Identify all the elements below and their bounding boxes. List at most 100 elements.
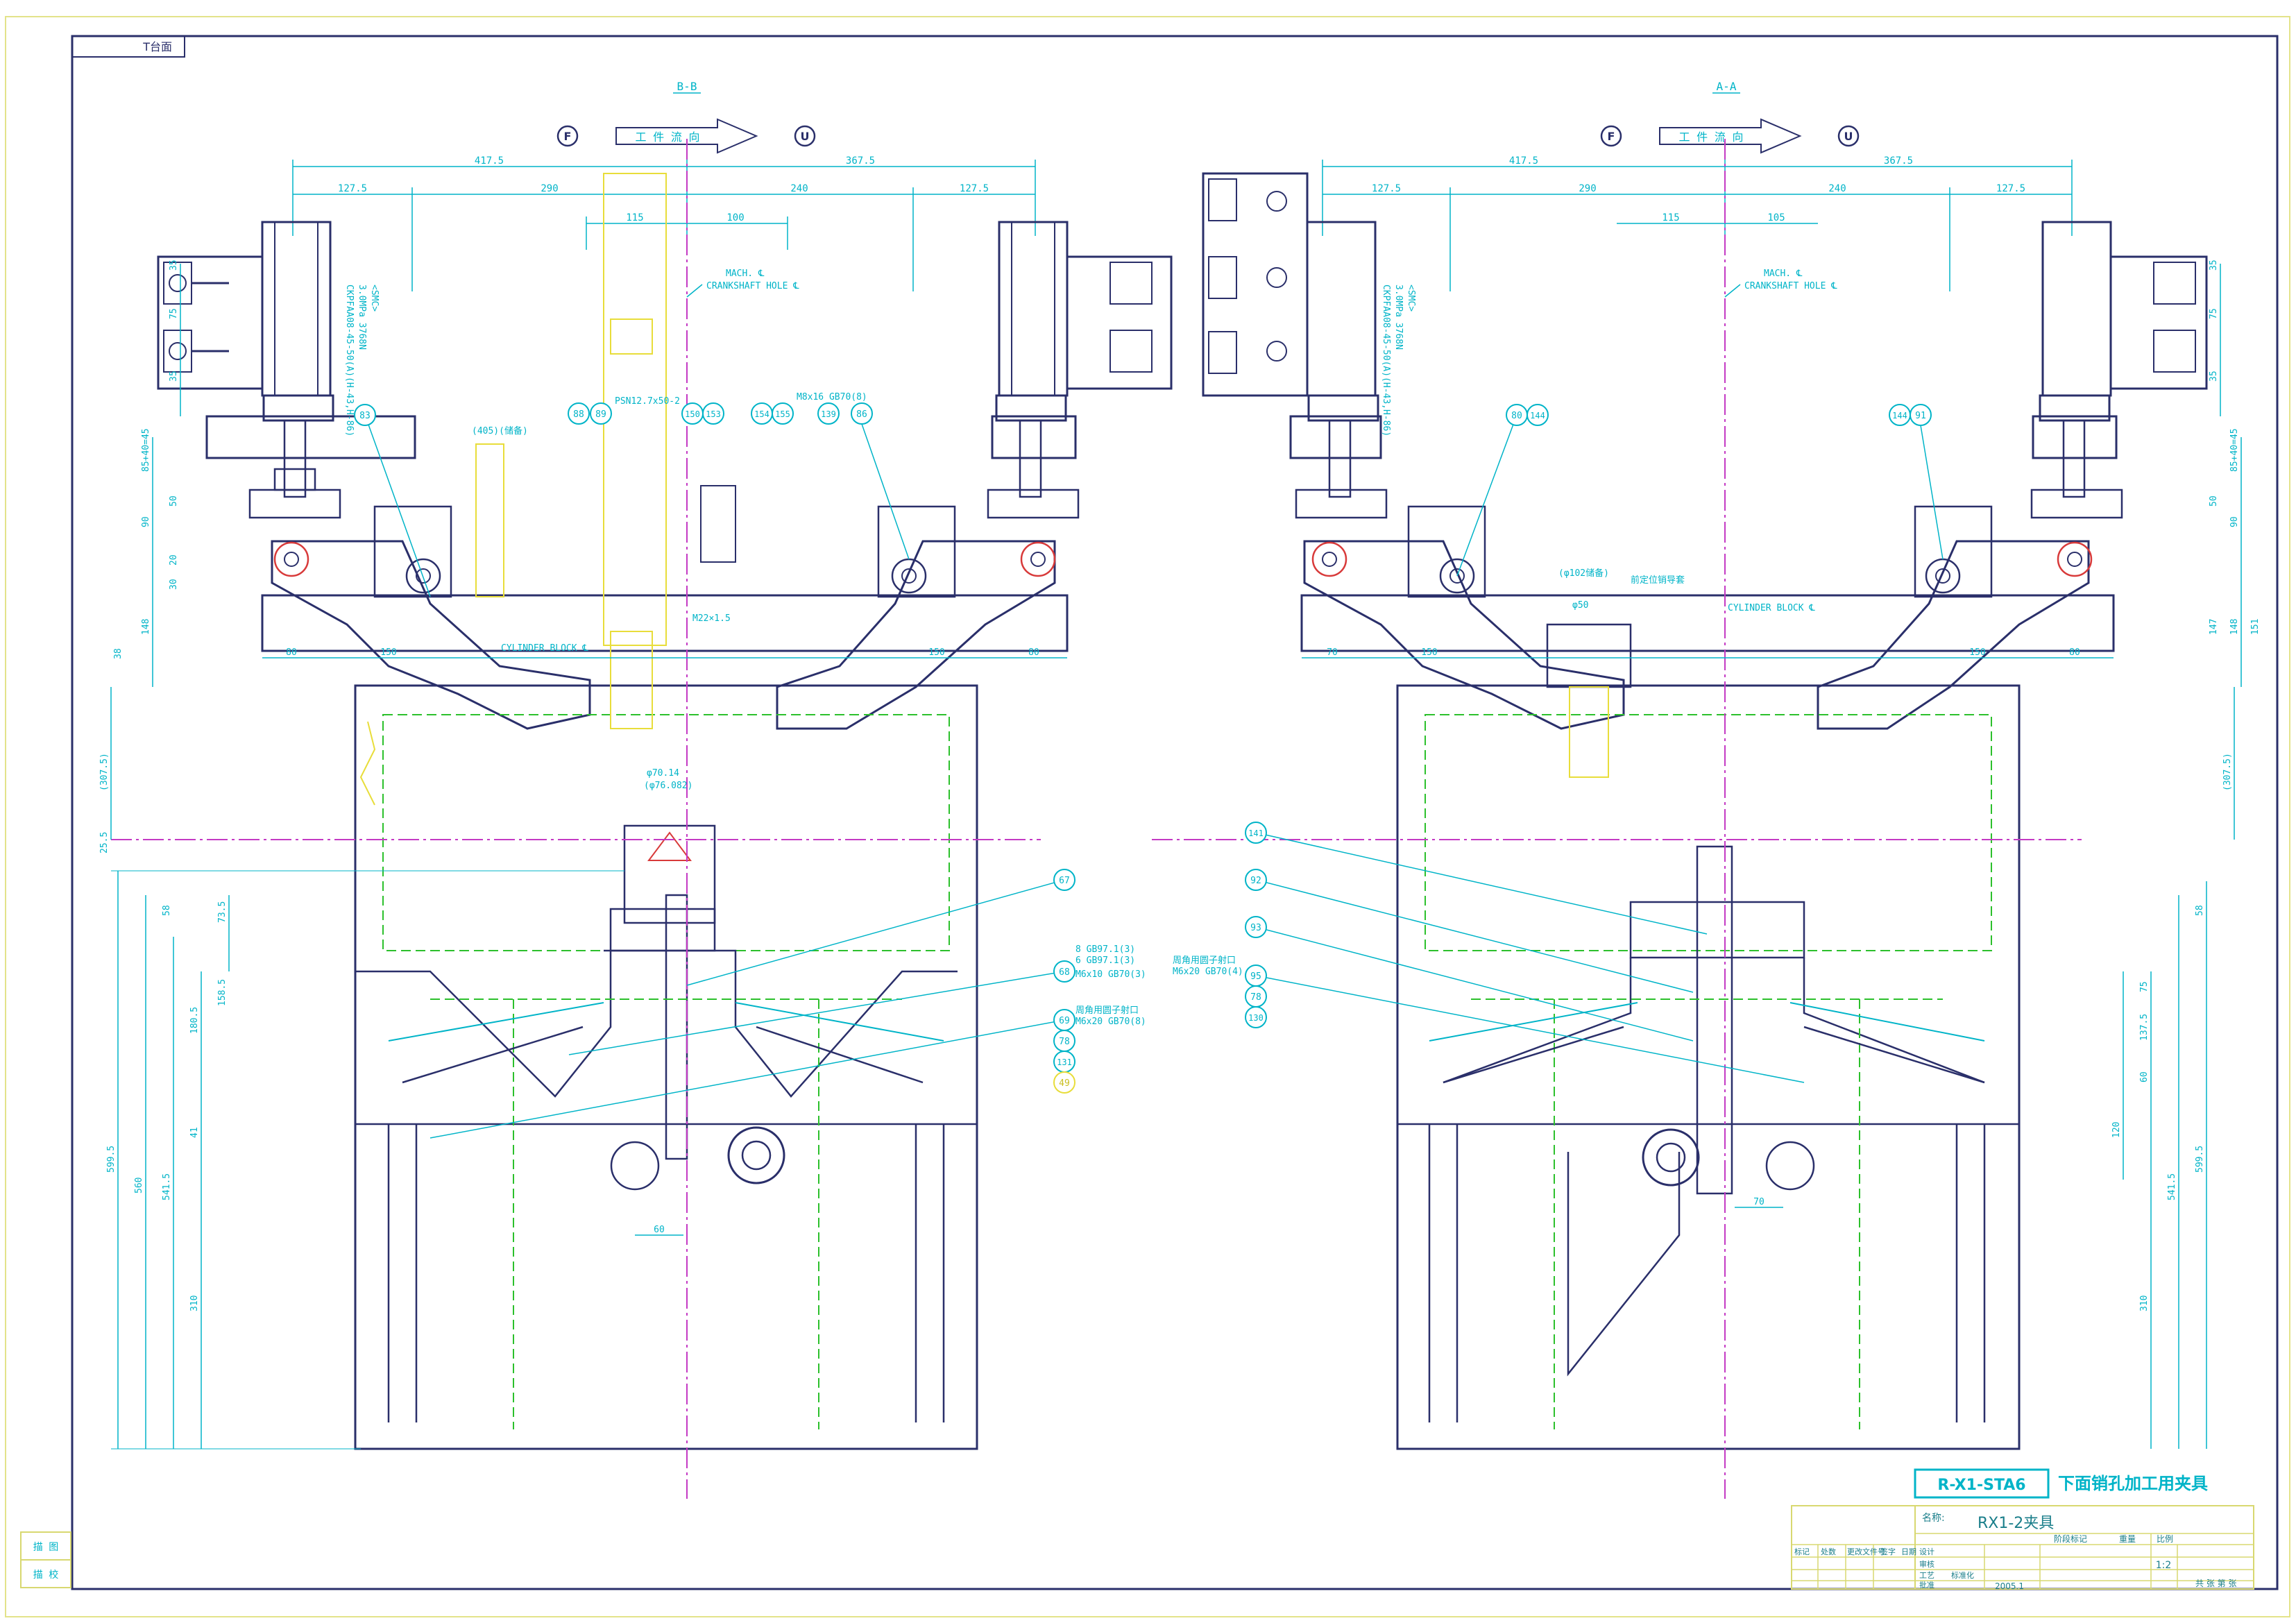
left-note-phi-a: φ70.14 xyxy=(647,768,679,779)
left-note-spec-3: <SMC> xyxy=(369,284,380,312)
right-bottom-dim-70: 70 xyxy=(1753,1197,1764,1207)
right-balloon-144b: 144 xyxy=(1892,411,1907,420)
left-balloons: 83 88 89 150 153 154 155 139 86 67 68 69… xyxy=(354,402,1075,1139)
right-side-dim-147: 147 xyxy=(2209,619,2219,635)
right-plate-dimensions: 70 150 150 80 70 xyxy=(1302,647,2114,1208)
left-balloon-131: 131 xyxy=(1057,1057,1072,1067)
right-side-dim-137: 137.5 xyxy=(2139,1014,2150,1041)
left-balloon-78: 78 xyxy=(1059,1037,1070,1047)
left-balloon-67: 67 xyxy=(1059,876,1070,886)
right-note-phi: φ50 xyxy=(1572,600,1588,611)
left-clamp-arms xyxy=(271,505,1056,730)
right-note-cover: 周角用圆子射口 xyxy=(1173,955,1236,966)
right-plate-dim-80: 80 xyxy=(2069,647,2080,658)
right-side-dimensions: 35 75 35 85+40=45 50 90 148 147 151 (307… xyxy=(2111,260,2261,1449)
right-dim-290: 290 xyxy=(1579,183,1596,194)
right-side-dim-60: 60 xyxy=(2139,1071,2150,1082)
right-balloons: 80 144 144 91 141 92 93 95 78 130 xyxy=(1245,404,1944,1083)
left-balloon-155: 155 xyxy=(775,409,790,419)
left-flow-label: 工 件 流 向 xyxy=(636,130,700,144)
left-side-dim-58: 58 xyxy=(162,905,172,916)
right-dim-240: 240 xyxy=(1828,183,1846,194)
right-balloon-130: 130 xyxy=(1248,1013,1264,1023)
right-note-spec-1: 3.0MPa 3768N xyxy=(1393,284,1404,350)
left-note-crank: CRANKSHAFT HOLE ℄ xyxy=(706,281,799,291)
row-label-sign: 签字 xyxy=(1880,1547,1896,1556)
left-note-screw-2: M6x20 GB70(8) xyxy=(1075,1017,1146,1027)
left-note-screw-1: M6x10 GB70(3) xyxy=(1075,969,1146,980)
left-balloon-68: 68 xyxy=(1059,967,1070,978)
right-note-spec-2: CKPFAA08-45-50(A)(H-43,H-86) xyxy=(1381,284,1391,436)
left-balloon-86: 86 xyxy=(856,409,867,420)
left-balloon-89: 89 xyxy=(595,409,606,420)
right-note-spec-3: <SMC> xyxy=(1406,284,1416,312)
left-bottom-dim-60: 60 xyxy=(654,1225,665,1235)
right-section-label: A-A xyxy=(1717,80,1737,93)
right-notes: MACH. ℄ CRANKSHAFT HOLE ℄ CYLINDER BLOCK… xyxy=(1173,269,1837,977)
right-side-dim-310: 310 xyxy=(2139,1295,2150,1311)
right-note-locate: 前定位销导套 xyxy=(1631,575,1685,586)
right-note-screw: M6x20 GB70(4) xyxy=(1173,967,1243,977)
left-note-cover: 周角用圆子射口 xyxy=(1075,1005,1139,1016)
right-side-dim-50: 50 xyxy=(2209,495,2219,507)
left-plate-dim-80b: 80 xyxy=(1028,647,1039,658)
left-note-phi-b: (φ76.082) xyxy=(644,781,692,791)
left-balloon-153: 153 xyxy=(706,409,721,419)
left-side-dim-38: 38 xyxy=(113,648,124,659)
left-side-dim-310: 310 xyxy=(189,1295,200,1311)
left-marker-rear: U xyxy=(801,130,810,143)
left-note-mach: MACH. ℄ xyxy=(726,269,765,279)
left-side-dim-158: 158.5 xyxy=(217,979,228,1006)
sheet-frame: T台面 描 图 描 校 xyxy=(5,16,2290,1617)
left-clamp-cylinder-a xyxy=(157,221,416,519)
left-side-dim-73: 73.5 xyxy=(217,901,228,923)
left-marker-front: F xyxy=(564,130,572,143)
left-side-dim-35a: 35 xyxy=(169,260,179,271)
left-note-spec-2: CKPFAA08-45-50(A)(H-43,H-86) xyxy=(344,284,355,436)
role-design: 设计 xyxy=(1919,1547,1934,1556)
right-dim-417: 417.5 xyxy=(1509,155,1538,167)
right-side-dim-35a: 35 xyxy=(2209,260,2219,271)
left-side-dim-30: 30 xyxy=(169,579,179,590)
right-top-dimensions: 417.5 367.5 127.5 290 240 127.5 115 105 xyxy=(1322,155,2073,291)
left-dim-367: 367.5 xyxy=(846,155,875,167)
right-side-dim-148: 148 xyxy=(2229,619,2240,635)
right-view: A-A F U 工 件 流 向 417.5 367.5 127.5 290 24… xyxy=(1152,80,2261,1499)
right-dim-367: 367.5 xyxy=(1884,155,1913,167)
left-balloon-154: 154 xyxy=(754,409,769,419)
name-label: 名称: xyxy=(1922,1513,1945,1524)
left-note-cylinder-block: CYLINDER BLOCK ℄ xyxy=(501,643,588,654)
left-balloon-83: 83 xyxy=(359,411,371,421)
left-view: B-B F U 工 件 流 向 417.5 367.5 127.5 290 24… xyxy=(99,80,1173,1499)
right-plate-dim-70a: 70 xyxy=(1327,647,1338,658)
right-side-dim-120: 120 xyxy=(2111,1122,2122,1138)
left-plate-dim-80a: 80 xyxy=(286,647,297,658)
left-fixture-body xyxy=(111,139,1069,1499)
left-dim-417: 417.5 xyxy=(475,155,504,167)
right-note-cylinder-block: CYLINDER BLOCK ℄ xyxy=(1728,603,1815,613)
right-side-dim-58: 58 xyxy=(2195,905,2205,916)
left-side-dimensions: 35 75 35 85+40=45 50 90 20 30 148 38 (30… xyxy=(99,260,624,1450)
corner-tag: T台面 xyxy=(142,40,172,53)
left-clamp-cylinder-b xyxy=(987,221,1173,519)
role-standard: 标准化 xyxy=(1951,1570,1974,1580)
left-balloon-69: 69 xyxy=(1059,1016,1070,1026)
right-clamp-cylinder-a xyxy=(1202,172,1388,519)
right-note-crank: CRANKSHAFT HOLE ℄ xyxy=(1744,281,1837,291)
right-clamp-arms xyxy=(1303,505,2093,730)
left-side-dim-599: 599.5 xyxy=(106,1146,117,1173)
right-marker-front: F xyxy=(1608,130,1615,143)
name-value: RX1-2夹具 xyxy=(1978,1515,2054,1532)
left-plate-dim-150b: 150 xyxy=(928,647,944,658)
left-balloon-139: 139 xyxy=(821,409,836,419)
left-notes: MACH. ℄ CRANKSHAFT HOLE ℄ CYLINDER BLOCK… xyxy=(344,269,1146,1027)
left-balloon-150: 150 xyxy=(685,409,700,419)
left-plate-dimensions: 80 150 150 80 60 xyxy=(262,647,1067,1236)
left-note-bolt: M8x16 GB70(8) xyxy=(797,392,867,402)
side-label-top: 描 图 xyxy=(33,1542,58,1553)
left-note-thread: M22×1.5 xyxy=(692,613,731,624)
left-side-dim-41: 41 xyxy=(189,1127,200,1138)
left-dim-100: 100 xyxy=(726,212,744,223)
right-plate-dim-150a: 150 xyxy=(1421,647,1437,658)
